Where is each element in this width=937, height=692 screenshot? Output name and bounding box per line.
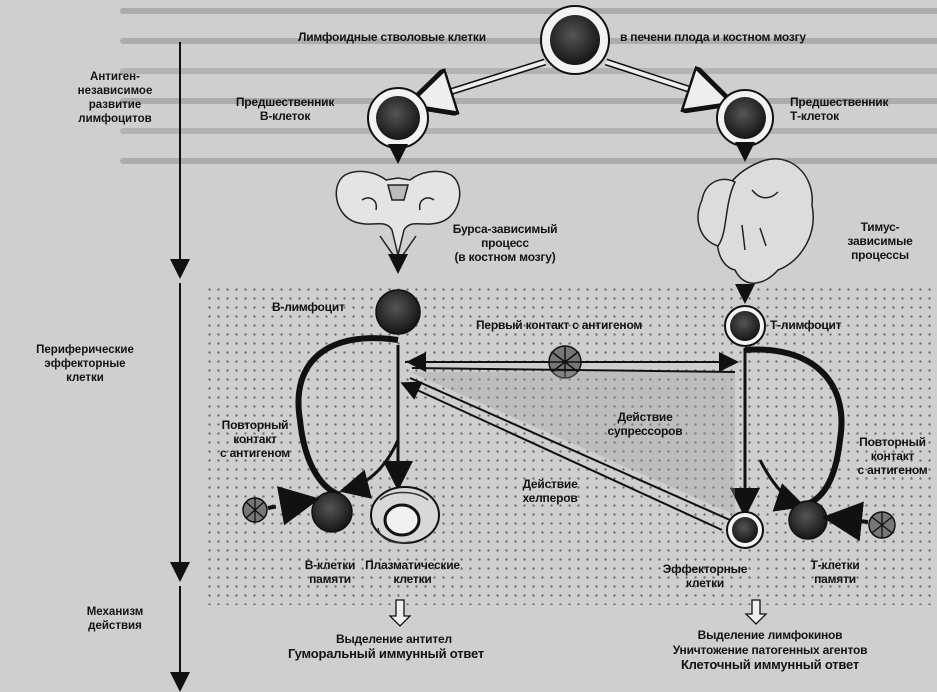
plasma-output-arrow <box>390 600 410 626</box>
thymus-process-label: Тимус- зависимые процессы <box>830 220 930 262</box>
humoral-response-label: Гуморальный иммунный ответ <box>288 647 484 661</box>
b-precursor-label: Предшественник В-клеток <box>225 95 345 123</box>
t-memory-cell <box>789 501 827 539</box>
thymus-drawing <box>698 159 813 283</box>
stem-cells-label: Лимфоидные стволовые клетки <box>298 30 486 44</box>
t-precursor-label: Предшественник Т-клеток <box>790 95 930 123</box>
side-label-peripheral: Периферические эффекторные клетки <box>5 343 165 385</box>
b-loop-arrow <box>298 338 398 495</box>
plasma-cells-label: Плазматические клетки <box>350 558 475 586</box>
plasma-cell <box>371 487 439 543</box>
b-lymphocyte-cell <box>376 290 420 334</box>
antigen-repeat-right-icon <box>869 512 895 538</box>
effector-cells-label: Эффекторные клетки <box>650 562 760 590</box>
side-label-mechanism: Механизм действия <box>60 605 170 633</box>
side-label-antigen-independent: Антиген- независимое развитие лимфоцитов <box>55 70 175 126</box>
bursa-process-label: Бурса-зависимый процесс (в костном мозгу… <box>440 222 570 264</box>
effector-t-cell <box>727 512 763 548</box>
t-memory-label: Т-клетки памяти <box>790 558 880 586</box>
stem-cell <box>541 6 609 74</box>
b-lymphocyte-label: В-лимфоцит <box>272 300 345 314</box>
repeat-contact-left-label: Повторный контакт с антигеном <box>205 418 305 460</box>
lymphokine-release-label: Выделение лимфокинов <box>650 628 890 642</box>
antibody-release-label: Выделение антител <box>336 632 452 646</box>
helper-action-label: Действие хелперов <box>500 477 600 505</box>
t-loop-arrow <box>745 350 842 505</box>
stem-location-label: в печени плода и костном мозгу <box>620 30 806 44</box>
t-precursor-cell <box>717 90 773 146</box>
antigen-repeat-left-icon <box>243 497 267 523</box>
t-lymphocyte-cell <box>725 306 765 346</box>
suppressor-action-label: Действие супрессоров <box>585 410 705 438</box>
effector-output-arrow <box>746 600 766 624</box>
b-precursor-cell <box>368 88 428 148</box>
t-lymphocyte-label: Т-лимфоцит <box>770 318 841 332</box>
cellular-response-label: Клеточный иммунный ответ <box>645 658 895 672</box>
pathogen-destruction-label: Уничтожение патогенных агентов <box>640 643 900 657</box>
repeat-contact-right-label: Повторный контакт с антигеном <box>845 435 937 477</box>
b-memory-cell <box>312 492 352 532</box>
first-contact-label: Первый контакт с антигеном <box>476 318 642 332</box>
